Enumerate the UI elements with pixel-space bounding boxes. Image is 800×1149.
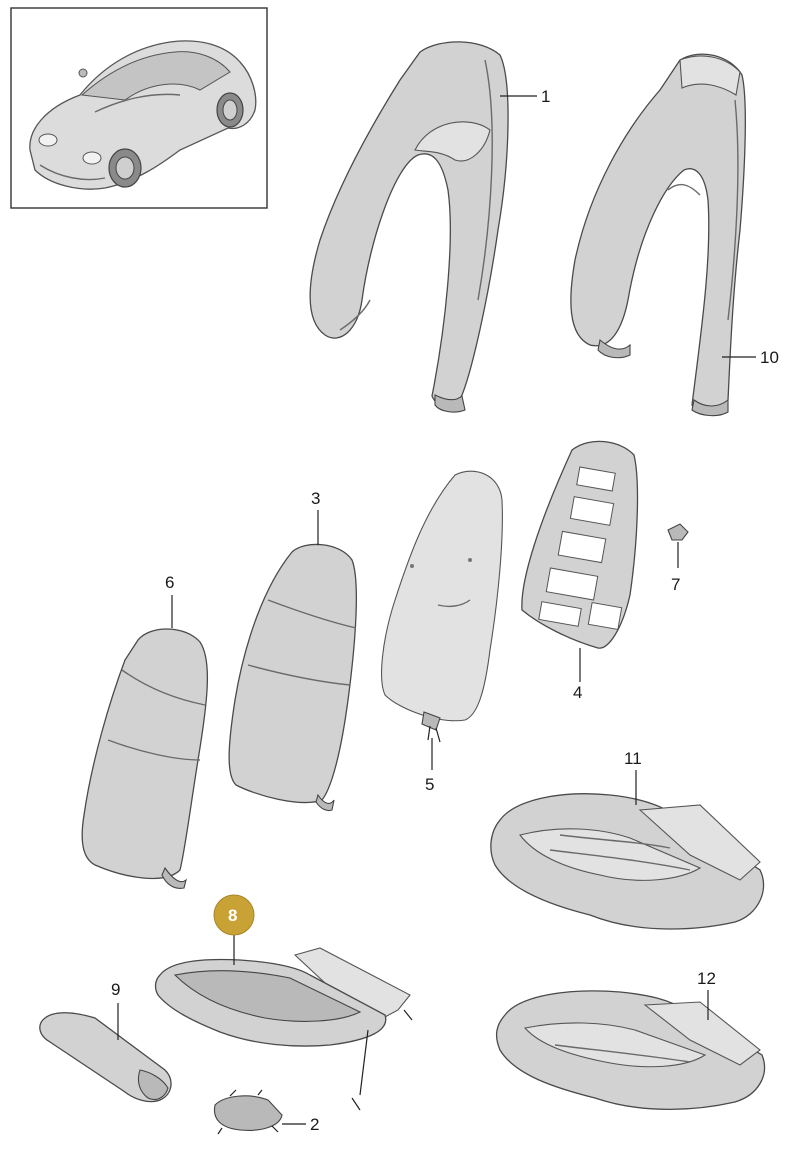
callout-9: 9 bbox=[111, 980, 120, 1040]
part-8-seat-cushion bbox=[154, 947, 413, 1111]
callout-label-12: 12 bbox=[697, 969, 716, 988]
car-illustration bbox=[29, 40, 257, 190]
callout-label-2: 2 bbox=[310, 1115, 319, 1134]
part-2-module bbox=[213, 1089, 283, 1135]
callout-label-8: 8 bbox=[228, 906, 237, 925]
callout-4: 4 bbox=[573, 648, 582, 702]
part-1-backrest-cover bbox=[309, 41, 509, 413]
callout-label-9: 9 bbox=[111, 980, 120, 999]
callout-label-3: 3 bbox=[311, 489, 320, 508]
part-10-backrest-cover bbox=[570, 53, 746, 417]
callout-2: 2 bbox=[282, 1115, 319, 1134]
highlight-badge bbox=[213, 894, 255, 936]
part-12-seat-cover bbox=[495, 990, 766, 1111]
callout-label-1: 1 bbox=[541, 87, 550, 106]
part-3-backrest-pad bbox=[228, 543, 357, 812]
part-6-backrest-pad bbox=[81, 628, 209, 889]
part-7-clip bbox=[667, 523, 689, 541]
callout-10: 10 bbox=[722, 348, 779, 367]
callout-3: 3 bbox=[311, 489, 320, 545]
callout-6: 6 bbox=[165, 573, 174, 628]
callout-12: 12 bbox=[697, 969, 716, 1020]
callout-8-highlighted: 8 bbox=[213, 894, 255, 965]
callout-label-5: 5 bbox=[425, 775, 434, 794]
callout-label-6: 6 bbox=[165, 573, 174, 592]
part-11-seat-cover bbox=[490, 793, 765, 930]
part-5-backrest-shell bbox=[381, 470, 503, 743]
callout-1: 1 bbox=[500, 87, 550, 106]
callout-5: 5 bbox=[425, 738, 434, 794]
callout-label-11: 11 bbox=[624, 749, 642, 768]
part-4-backrest-frame bbox=[521, 440, 639, 649]
part-9-cushion-extension bbox=[39, 1012, 172, 1103]
callout-7: 7 bbox=[671, 542, 680, 594]
callout-label-7: 7 bbox=[671, 575, 680, 594]
callout-11: 11 bbox=[624, 749, 642, 805]
callout-label-10: 10 bbox=[760, 348, 779, 367]
vehicle-thumbnail bbox=[10, 7, 268, 209]
callout-label-4: 4 bbox=[573, 683, 582, 702]
